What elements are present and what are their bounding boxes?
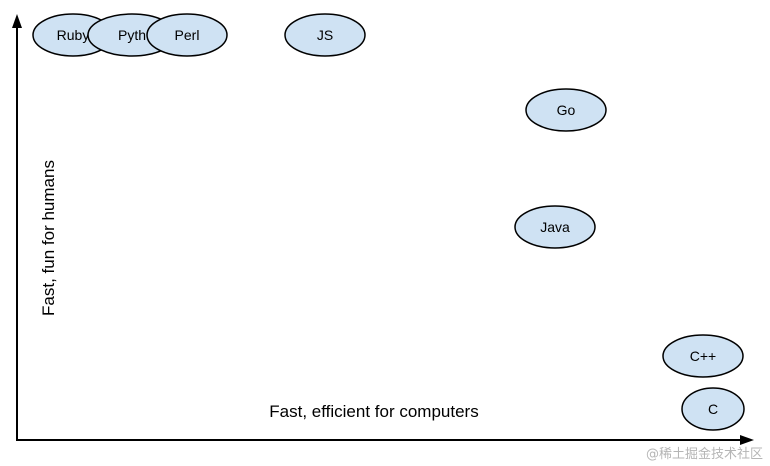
bubble-c: C [681,387,745,431]
x-axis-label: Fast, efficient for computers [269,402,478,421]
bubble-c-label: C [708,401,718,417]
bubble-python-label: Pyth [118,27,146,43]
bubble-js-shape [284,13,366,57]
bubble-java-label: Java [540,219,570,235]
bubble-java-shape [514,205,596,249]
bubble-perl-label: Perl [175,27,200,43]
bubble-cpp-label: C++ [690,348,716,364]
bubble-go: Go [525,88,607,132]
x-axis-arrowhead [740,435,754,445]
bubble-c-shape [681,387,745,431]
watermark-text: @稀土掘金技术社区 [646,446,763,462]
y-axis-arrowhead [12,14,22,28]
y-axis-label: Fast, fun for humans [39,160,58,316]
bubble-cpp-shape [662,334,744,378]
bubble-go-label: Go [557,102,576,118]
bubble-java: Java [514,205,596,249]
bubble-go-shape [525,88,607,132]
bubble-js: JS [284,13,366,57]
bubble-js-label: JS [317,27,333,43]
bubble-ruby-label: Ruby [57,27,90,43]
bubble-perl-shape [146,13,228,57]
bubble-cpp: C++ [662,334,744,378]
bubble-perl: Perl [146,13,228,57]
